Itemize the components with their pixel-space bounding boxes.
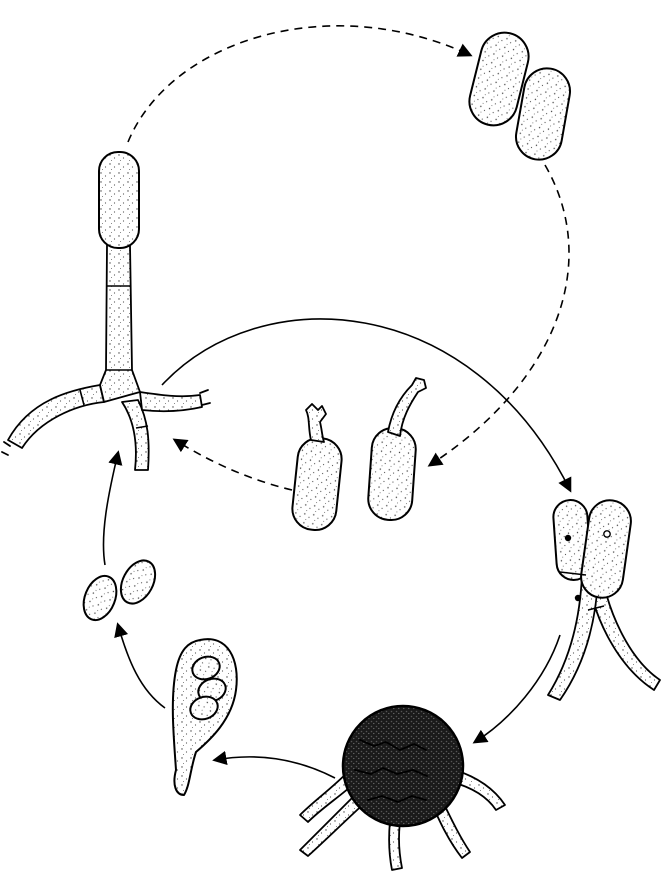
germ-tube	[306, 404, 326, 442]
fruiting-body	[343, 706, 463, 826]
hypha-broken-end	[2, 442, 10, 455]
conidium	[367, 427, 417, 522]
arrow-ascospores-to-hypha	[103, 453, 118, 565]
nucleus	[575, 595, 581, 601]
conidia-pair	[464, 28, 573, 164]
arrow-hypha-to-gametangia	[162, 319, 570, 490]
ascospores	[77, 555, 162, 625]
nucleus	[565, 535, 571, 541]
nucleus	[604, 531, 610, 537]
germ-tube	[388, 378, 426, 436]
conidiophore	[2, 152, 210, 470]
arrow-conidia-to-germination	[430, 165, 569, 465]
conidiophore-stalk	[100, 245, 140, 402]
ascus	[173, 639, 237, 795]
ascospore	[77, 571, 122, 625]
arrow-cleistothecium-to-ascus	[215, 757, 335, 778]
arrow-gametangia-to-cleistothecium	[475, 635, 560, 742]
hypha-left-branch	[8, 385, 104, 448]
arrow-hypha-to-conidia	[128, 26, 470, 142]
ascospore	[114, 555, 162, 610]
gametangia	[548, 498, 660, 700]
cleistothecium	[300, 706, 505, 870]
arrow-ascus-to-ascospores	[118, 625, 165, 708]
conidium	[290, 436, 343, 532]
germinating-conidia	[290, 378, 426, 532]
hypha-right-branch	[140, 392, 202, 411]
terminal-conidium	[99, 152, 139, 248]
arrow-germ-tubes-to-hypha	[175, 440, 292, 490]
